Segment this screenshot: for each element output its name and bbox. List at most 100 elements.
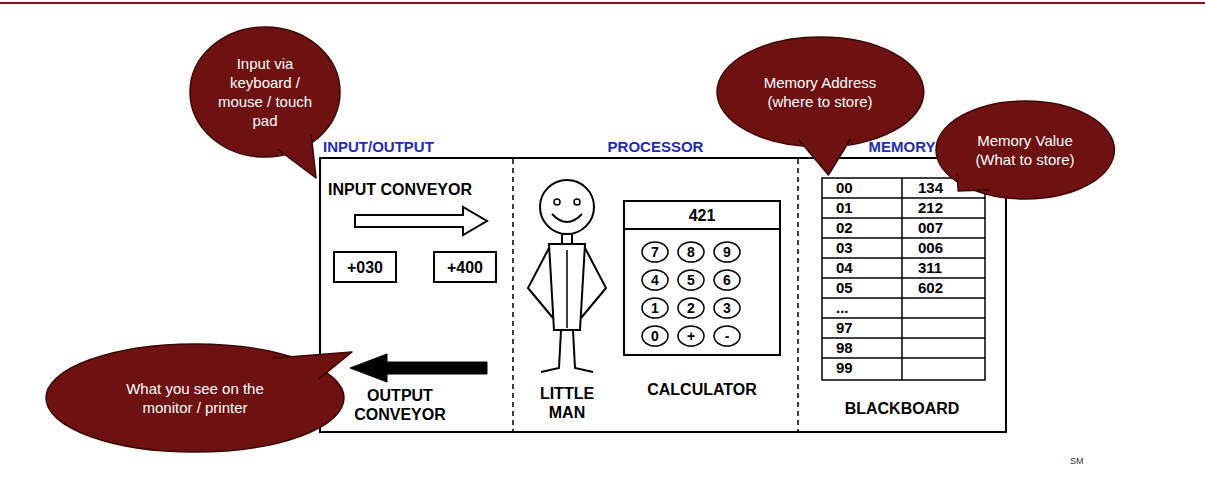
- section-heading: INPUT/OUTPUT: [323, 138, 508, 156]
- calculator-key: +: [677, 325, 705, 347]
- figure-label: CALCULATOR: [623, 380, 781, 399]
- key-outline: [678, 326, 704, 346]
- section-divider: [512, 159, 514, 431]
- little-man-neck: [562, 234, 572, 244]
- memory-address: 02: [836, 219, 853, 237]
- memory-value: 134: [918, 179, 943, 197]
- callout-shape: [189, 26, 341, 158]
- callout-tail: [799, 139, 850, 175]
- callout-shape: [45, 343, 345, 453]
- conveyor-label: INPUT CONVEYOR: [328, 180, 510, 199]
- little-man-body: [566, 250, 568, 328]
- memory-table: [822, 178, 985, 380]
- key-label: 2: [687, 300, 695, 316]
- callout-ellipse: [717, 37, 924, 147]
- calculator-key: 1: [641, 297, 669, 319]
- input-card: +400: [433, 251, 497, 283]
- calculator-display: 421: [625, 202, 779, 230]
- input-card: +030: [333, 251, 397, 283]
- memory-address: 05: [836, 279, 853, 297]
- callout-text: What you see on the monitor / printer: [105, 379, 285, 417]
- calculator-key: -: [713, 325, 741, 347]
- memory-value: 212: [918, 199, 943, 217]
- key-label: 4: [651, 272, 659, 288]
- key-label: 3: [723, 300, 731, 316]
- little-man-figure: [528, 180, 606, 372]
- memory-value: 006: [918, 239, 943, 257]
- memory-address: 03: [836, 239, 853, 257]
- key-label: 8: [687, 244, 695, 260]
- memory-address: 99: [836, 359, 853, 377]
- memory-table-line: [822, 217, 985, 219]
- callout-tail: [278, 135, 316, 178]
- little-man-smile: [552, 214, 582, 222]
- memory-address: 98: [836, 339, 853, 357]
- author-mark: SM: [1070, 455, 1084, 467]
- memory-table-line: [822, 357, 985, 359]
- key-outline: [642, 326, 668, 346]
- calculator-box: CALCULATOR4217894561230+-: [623, 200, 781, 356]
- key-outline: [714, 242, 740, 262]
- callout-shape: [935, 100, 1115, 200]
- key-outline: [714, 326, 740, 346]
- memory-value: 602: [918, 279, 943, 297]
- key-outline: [678, 270, 704, 290]
- callout-text: Input via keyboard / mouse / touch pad: [215, 54, 315, 130]
- key-label: 1: [651, 300, 659, 316]
- top-rule: [0, 2, 1205, 4]
- callout-shape: [716, 36, 925, 148]
- memory-section: MEMORYBLACKBOARD: [798, 158, 1006, 432]
- conveyor-label: OUTPUT CONVEYOR: [345, 386, 455, 424]
- section-heading: MEMORY: [798, 138, 1006, 156]
- memory-address: 04: [836, 259, 853, 277]
- calculator-key: 6: [713, 269, 741, 291]
- key-label: 9: [723, 244, 731, 260]
- display-value: 421: [689, 206, 716, 225]
- key-outline: [642, 270, 668, 290]
- memory-address: 01: [836, 199, 853, 217]
- key-label: +: [687, 328, 695, 344]
- key-label: -: [725, 328, 730, 344]
- memory-table-line: [822, 257, 985, 259]
- output-arrow: [350, 354, 487, 382]
- memory-value: 311: [918, 259, 942, 277]
- memory-table-line: [822, 337, 985, 339]
- callout-tail: [957, 173, 990, 191]
- memory-table-line: [822, 317, 985, 319]
- memory-table-line: [822, 297, 985, 299]
- calculator-key: 0: [641, 325, 669, 347]
- key-label: 5: [687, 272, 695, 288]
- memory-table-border: [822, 178, 985, 380]
- little-man-body: [549, 244, 585, 330]
- callout-tail: [272, 352, 352, 379]
- memory-value: 007: [918, 219, 943, 237]
- memory-address: ...: [836, 299, 849, 317]
- key-outline: [714, 298, 740, 318]
- io-section: INPUT/OUTPUTINPUT CONVEYOROUTPUT CONVEYO…: [320, 158, 513, 432]
- section-heading: PROCESSOR: [513, 138, 798, 156]
- calculator-key: 8: [677, 241, 705, 263]
- callout-text: Memory Value (What to store): [965, 131, 1085, 169]
- figure-label: LITTLE MAN: [529, 384, 605, 422]
- calculator-key: 5: [677, 269, 705, 291]
- callout-bubble: Input via keyboard / mouse / touch pad: [189, 26, 341, 158]
- callout-ellipse: [190, 27, 340, 157]
- computer-frame: [320, 158, 1006, 432]
- key-outline: [642, 242, 668, 262]
- figure-label: BLACKBOARD: [798, 399, 1006, 418]
- little-man-eye: [554, 199, 560, 205]
- memory-table-line: [822, 237, 985, 239]
- little-man-leg: [573, 330, 593, 372]
- calculator-key: 9: [713, 241, 741, 263]
- calculator-key: 7: [641, 241, 669, 263]
- key-outline: [642, 298, 668, 318]
- little-man-head: [540, 180, 594, 234]
- callout-text: Memory Address (where to store): [750, 73, 890, 111]
- key-outline: [678, 242, 704, 262]
- little-man-leg: [541, 330, 561, 372]
- callout-bubble: What you see on the monitor / printer: [45, 343, 345, 453]
- memory-address: 00: [836, 179, 853, 197]
- memory-table-line: [822, 277, 985, 279]
- key-label: 6: [723, 272, 731, 288]
- processor-section: PROCESSORLITTLE MANCALCULATOR42178945612…: [513, 158, 798, 432]
